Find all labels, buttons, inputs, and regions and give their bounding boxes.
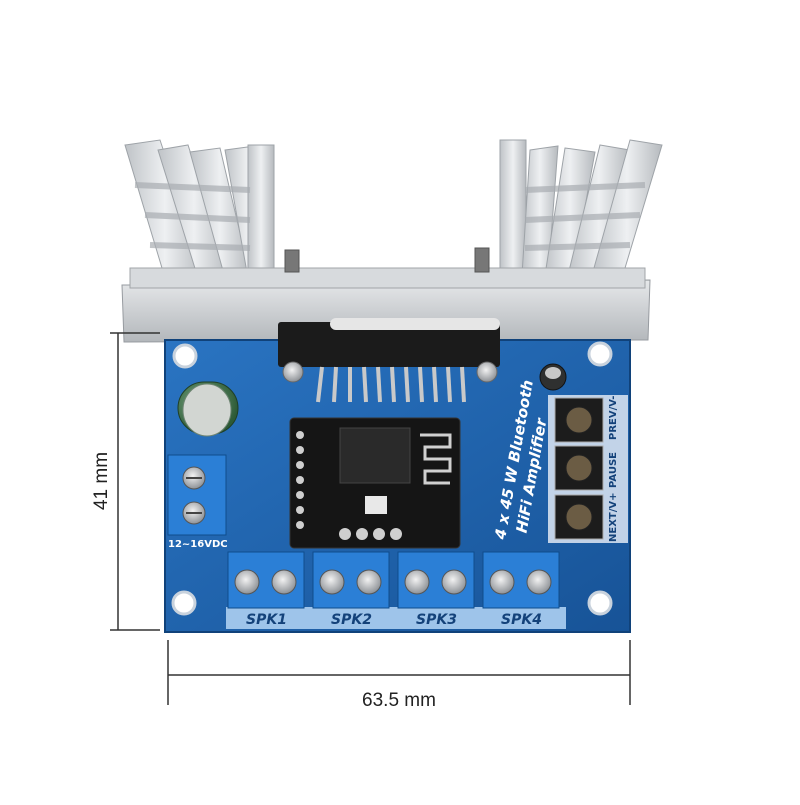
next-button[interactable] <box>554 494 604 540</box>
amplifier-chip <box>278 318 500 403</box>
prev-button[interactable] <box>554 397 604 443</box>
speaker-terminal-3 <box>397 551 475 609</box>
capacitor <box>177 363 567 437</box>
pause-button-label: PAUSE <box>608 452 619 488</box>
speaker-terminals: SPK1 SPK2 SPK3 SPK4 <box>227 551 560 628</box>
speaker-terminal-4 <box>482 551 560 609</box>
spk1-label: SPK1 <box>246 612 287 628</box>
heatsink <box>121 139 663 343</box>
speaker-terminal-2 <box>312 551 390 609</box>
pause-button[interactable] <box>554 445 604 491</box>
power-label: 12~16VDC <box>168 539 228 550</box>
prev-button-label: PREV/V- <box>608 396 619 440</box>
speaker-terminal-1 <box>227 551 305 609</box>
button-panel: PREV/V- PAUSE NEXT/V+ <box>548 395 628 543</box>
height-dimension-label: 41 mm <box>91 451 112 511</box>
spk4-label: SPK4 <box>501 612 542 628</box>
spk2-label: SPK2 <box>331 612 372 628</box>
power-terminal: 12~16VDC <box>167 454 228 550</box>
spk3-label: SPK3 <box>416 612 457 628</box>
dimension-lines <box>110 332 631 705</box>
width-dimension-label: 63.5 mm <box>362 690 436 711</box>
next-button-label: NEXT/V+ <box>608 492 619 542</box>
bluetooth-module <box>289 417 461 549</box>
